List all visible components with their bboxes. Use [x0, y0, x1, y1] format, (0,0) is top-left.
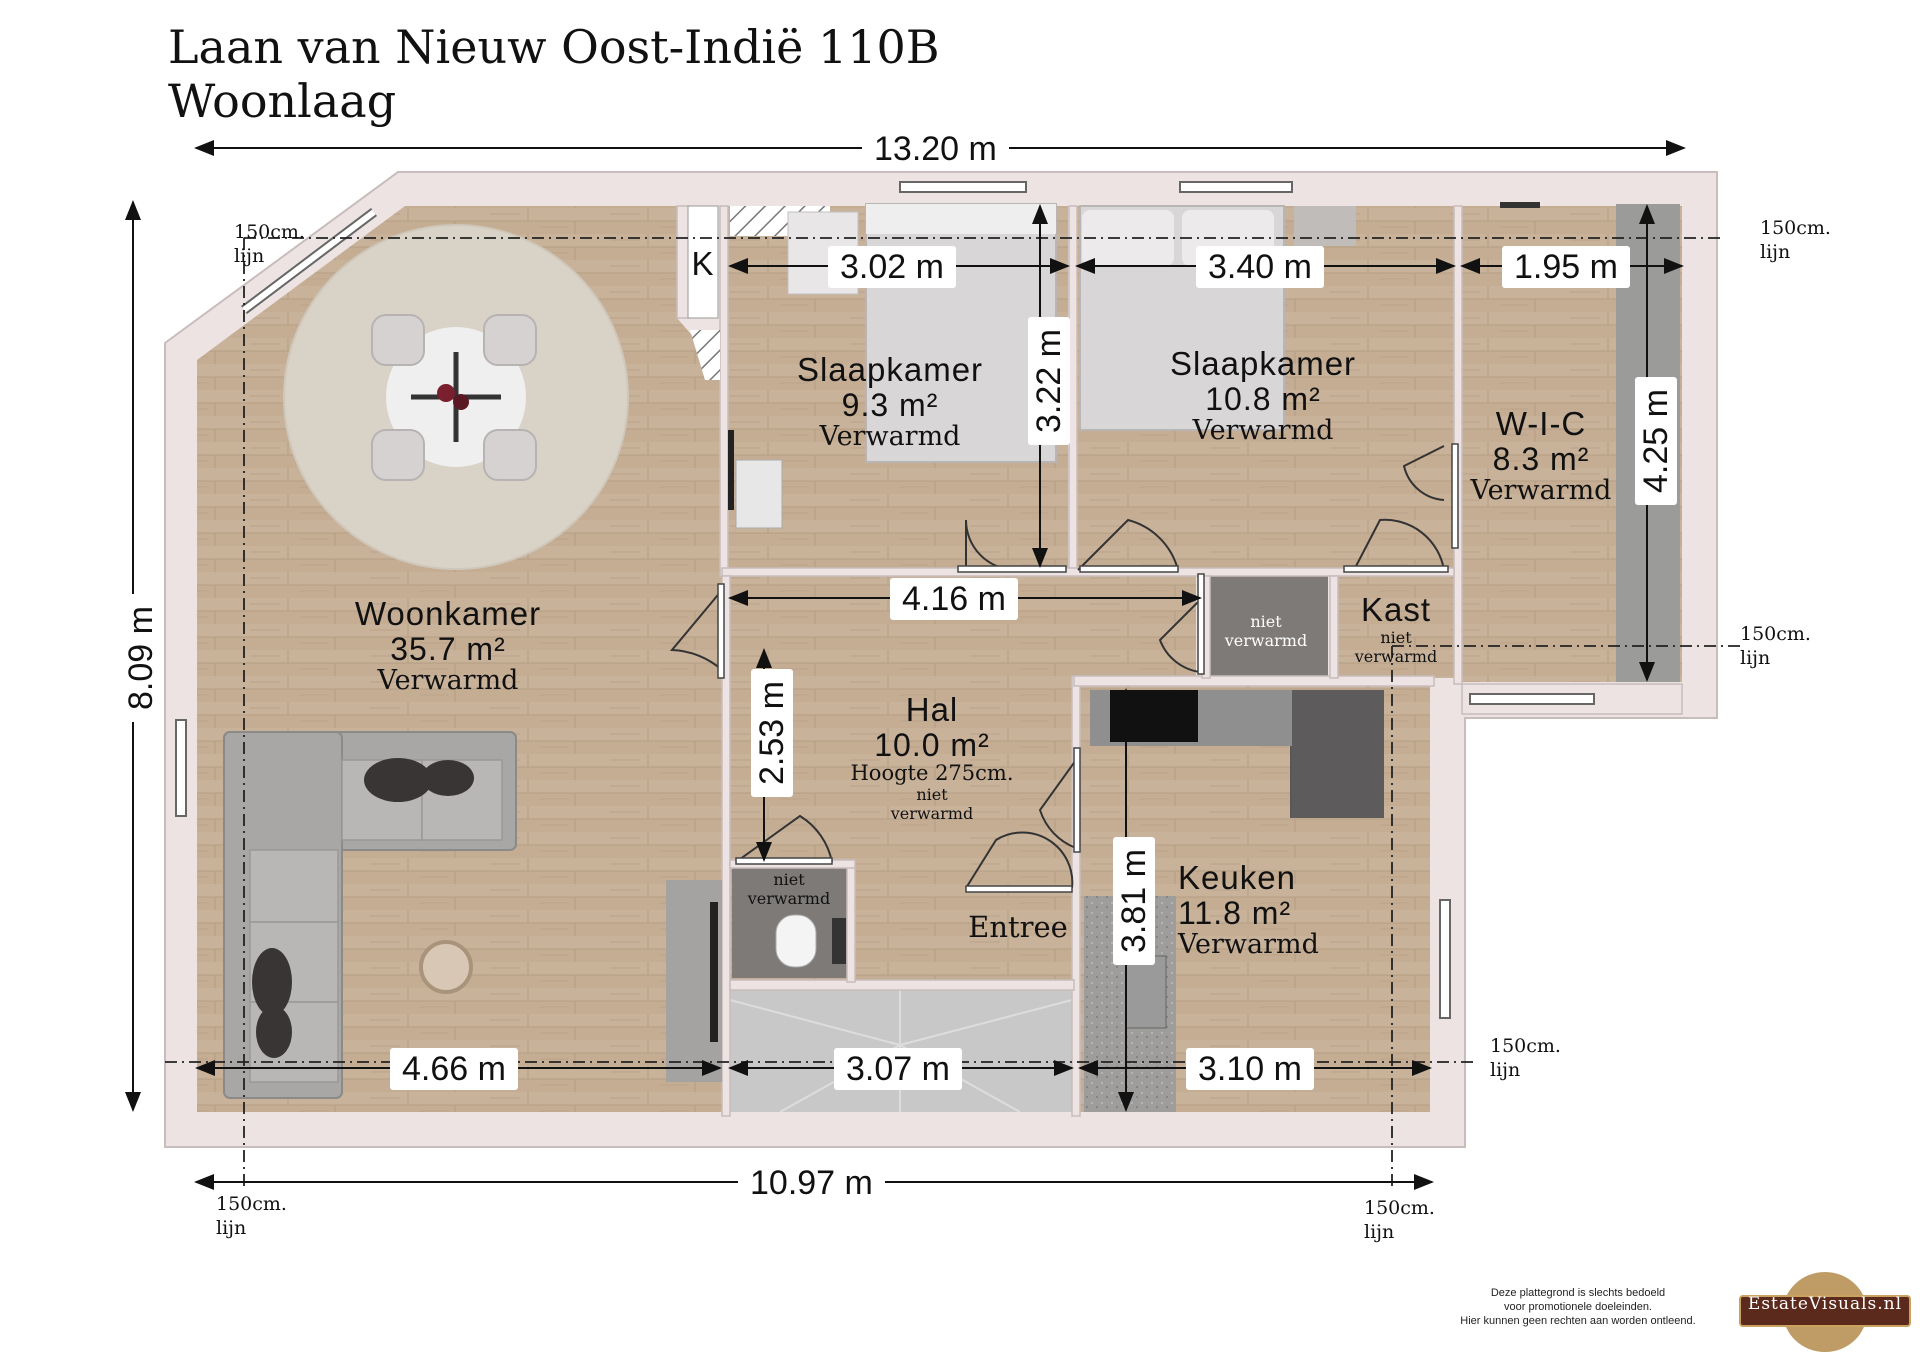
dim-wic-width: 1.95 m [1502, 246, 1630, 288]
line-note-lowerright: 150cm.lijn [1490, 1035, 1561, 1081]
room-slaapkamer2: Slaapkamer 10.8 m² Verwarmd [1138, 346, 1388, 445]
room-area: 9.3 m² [841, 386, 939, 423]
room-toilet: niet verwarmd [732, 870, 846, 908]
dim-keuken-width: 3.10 m [1186, 1048, 1314, 1090]
room-wic: W-I-C 8.3 m² Verwarmd [1466, 406, 1616, 505]
room-name: Hal [905, 691, 959, 728]
room-status-line2: verwarmd [1354, 646, 1438, 666]
dim-hal-depth: 2.53 m [750, 669, 793, 797]
room-status-line1: niet [773, 870, 805, 889]
room-keuken: Keuken 11.8 m² Verwarmd [1178, 860, 1338, 959]
room-slaapkamer1: Slaapkamer 9.3 m² Verwarmd [780, 352, 1000, 451]
dim-slaapkamer1-depth: 3.22 m [1027, 317, 1070, 445]
room-name: K [691, 245, 715, 282]
room-area: 11.8 m² [1178, 894, 1292, 931]
room-name: Kast [1360, 591, 1432, 628]
brand-logo: EstateVisuals.nl [1740, 1282, 1910, 1338]
room-area: 10.8 m² [1205, 380, 1321, 417]
dim-slaapkamer2-width: 3.40 m [1196, 246, 1324, 288]
room-status: Verwarmd [1178, 929, 1319, 961]
room-status-line2: verwarmd [1224, 631, 1308, 650]
room-area: 8.3 m² [1492, 440, 1590, 477]
room-name: Slaapkamer [1169, 345, 1357, 382]
dim-overall-width: 13.20 m [862, 128, 1009, 170]
dim-woonkamer-width: 4.66 m [390, 1048, 518, 1090]
room-k: K [686, 246, 720, 282]
dim-hal-width: 4.16 m [890, 578, 1018, 620]
dim-slaapkamer1-width: 3.02 m [828, 246, 956, 288]
room-status-line2: verwarmd [747, 889, 831, 908]
room-name: Entree [968, 910, 1068, 944]
room-status: Verwarmd [1470, 475, 1612, 507]
meterkast-floor [1210, 576, 1328, 678]
hal-lower-floor [857, 676, 1077, 982]
line-note-bottomleft: 150cm.lijn [216, 1193, 287, 1239]
room-woonkamer: Woonkamer 35.7 m² Verwarmd [318, 596, 578, 695]
dim-stair-width: 3.07 m [834, 1048, 962, 1090]
room-name: Slaapkamer [796, 351, 984, 388]
room-status-line1: niet [916, 784, 948, 804]
room-kast: Kast niet verwarmd [1344, 592, 1448, 666]
room-meterkast: niet verwarmd [1206, 612, 1326, 650]
room-status-line2: verwarmd [890, 803, 974, 823]
kast-floor [1338, 576, 1454, 678]
room-name: Woonkamer [354, 595, 542, 632]
brand-name: EstateVisuals.nl [1747, 1294, 1903, 1314]
line-note-right: 150cm.lijn [1740, 623, 1811, 669]
room-status-line1: niet [1250, 612, 1282, 631]
room-hal: Hal 10.0 m² Hoogte 275cm. niet verwarmd [832, 692, 1032, 823]
room-entree: Entree [958, 910, 1078, 944]
room-status: Verwarmd [1192, 415, 1334, 447]
dim-overall-height: 8.09 m [119, 594, 162, 722]
room-status: Verwarmd [377, 665, 519, 697]
brand-logo-graphic [1739, 1272, 1911, 1352]
page-title: Laan van Nieuw Oost-Indië 110B [168, 20, 940, 74]
line-note-topleft: 150cm.lijn [234, 221, 305, 267]
disclaimer: Deze plattegrond is slechts bedoeld voor… [1460, 1287, 1696, 1327]
room-area: 10.0 m² [874, 726, 990, 763]
line-note-topright: 150cm.lijn [1760, 217, 1831, 263]
dim-bottom-width: 10.97 m [738, 1162, 885, 1204]
line-note-bottomright: 150cm.lijn [1364, 1197, 1435, 1243]
room-name: W-I-C [1495, 405, 1587, 442]
room-status-line1: niet [1380, 627, 1412, 647]
room-area: 35.7 m² [390, 630, 506, 667]
room-height: Hoogte 275cm. [850, 761, 1014, 786]
room-name: Keuken [1178, 859, 1296, 896]
room-status: Verwarmd [819, 421, 961, 453]
dim-wic-depth: 4.25 m [1634, 377, 1677, 505]
floor-title: Woonlaag [168, 74, 397, 128]
dim-keuken-depth: 3.81 m [1112, 837, 1155, 965]
